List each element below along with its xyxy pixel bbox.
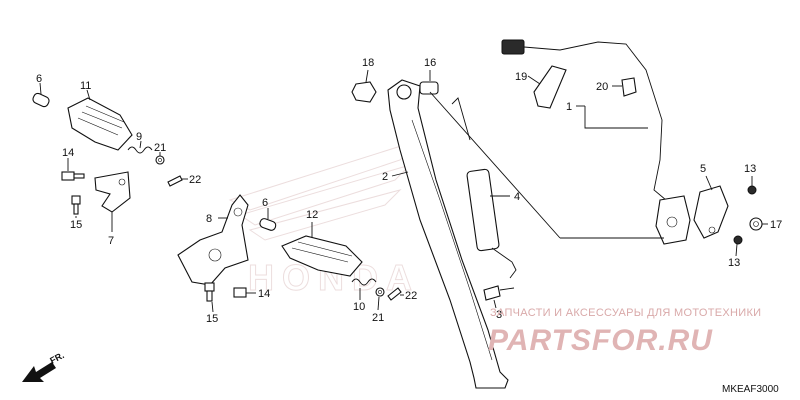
callout-13: 13 (744, 163, 756, 175)
callout-22: 22 (189, 174, 201, 186)
bolt (61, 171, 75, 181)
side-stand-nut (351, 81, 377, 103)
diagram-code: MKEAF3000 (722, 384, 779, 395)
callout-15: 15 (206, 313, 218, 325)
callout-19: 19 (515, 71, 527, 83)
callout-6: 6 (262, 197, 268, 209)
callout-13: 13 (728, 257, 740, 269)
cotter-pin (387, 287, 402, 301)
callout-21: 21 (154, 142, 166, 154)
callout-15: 15 (70, 219, 82, 231)
callout-8: 8 (206, 213, 212, 225)
side-stand-pivot-bolt (483, 285, 501, 301)
side-stand-switch (655, 195, 691, 245)
callout-14: 14 (62, 147, 74, 159)
front-marker-label: FR. (48, 350, 65, 366)
callout-2: 2 (382, 171, 388, 183)
footpeg-pin (32, 92, 50, 108)
callout-21: 21 (372, 312, 384, 324)
callout-6: 6 (36, 73, 42, 85)
washer (155, 155, 165, 165)
switch-nut (749, 217, 763, 231)
footpeg-right (281, 235, 363, 277)
cotter-pin (167, 175, 183, 187)
switch-connector (501, 39, 525, 55)
footpeg-hanger (177, 194, 249, 286)
honda-wing-watermark: HONDA (228, 139, 421, 299)
bolt (233, 287, 247, 298)
callout-labels: 6 11 9 21 14 22 15 7 18 16 2 4 3 19 20 1… (36, 57, 782, 325)
callout-10: 10 (353, 301, 365, 313)
watermark-logo: PARTSFOR.RU (488, 324, 713, 357)
side-stand-assembly (351, 69, 517, 389)
callout-7: 7 (108, 235, 114, 247)
wire-clamp (533, 65, 567, 109)
callout-22: 22 (405, 290, 417, 302)
front-direction-arrow: FR. (22, 350, 66, 382)
callout-5: 5 (700, 163, 706, 175)
left-footpeg-assembly (32, 82, 188, 232)
footpeg-spring (351, 278, 377, 286)
callout-18: 18 (362, 57, 374, 69)
side-stand-switch-assembly (429, 39, 768, 257)
washer (375, 287, 385, 297)
right-footpeg-assembly (177, 194, 404, 313)
switch-bolt (733, 235, 743, 245)
callout-4: 4 (514, 191, 520, 203)
bolt (204, 282, 215, 292)
callout-11: 11 (80, 80, 91, 92)
callout-20: 20 (596, 81, 608, 93)
callout-17: 17 (770, 219, 782, 231)
footpeg-left (67, 97, 133, 151)
switch-bolt (747, 185, 757, 195)
side-stand-bolt (419, 81, 439, 95)
wire-clip (621, 77, 637, 97)
switch-wire (523, 41, 667, 201)
callout-12: 12 (306, 209, 318, 221)
switch-cover (693, 185, 729, 239)
footpeg-bracket (94, 171, 131, 213)
bolt (71, 195, 81, 205)
side-stand (387, 79, 509, 389)
side-stand-spring (451, 97, 471, 141)
callout-1: 1 (566, 101, 572, 113)
footpeg-pin (259, 218, 277, 231)
callout-14: 14 (258, 288, 270, 300)
callout-16: 16 (424, 57, 436, 69)
callout-3: 3 (496, 309, 502, 321)
callout-9: 9 (136, 131, 142, 143)
footpeg-spring (127, 146, 153, 154)
watermark-caption: ЗАПЧАСТИ И АКСЕССУАРЫ ДЛЯ МОТОТЕХНИКИ (490, 307, 761, 319)
